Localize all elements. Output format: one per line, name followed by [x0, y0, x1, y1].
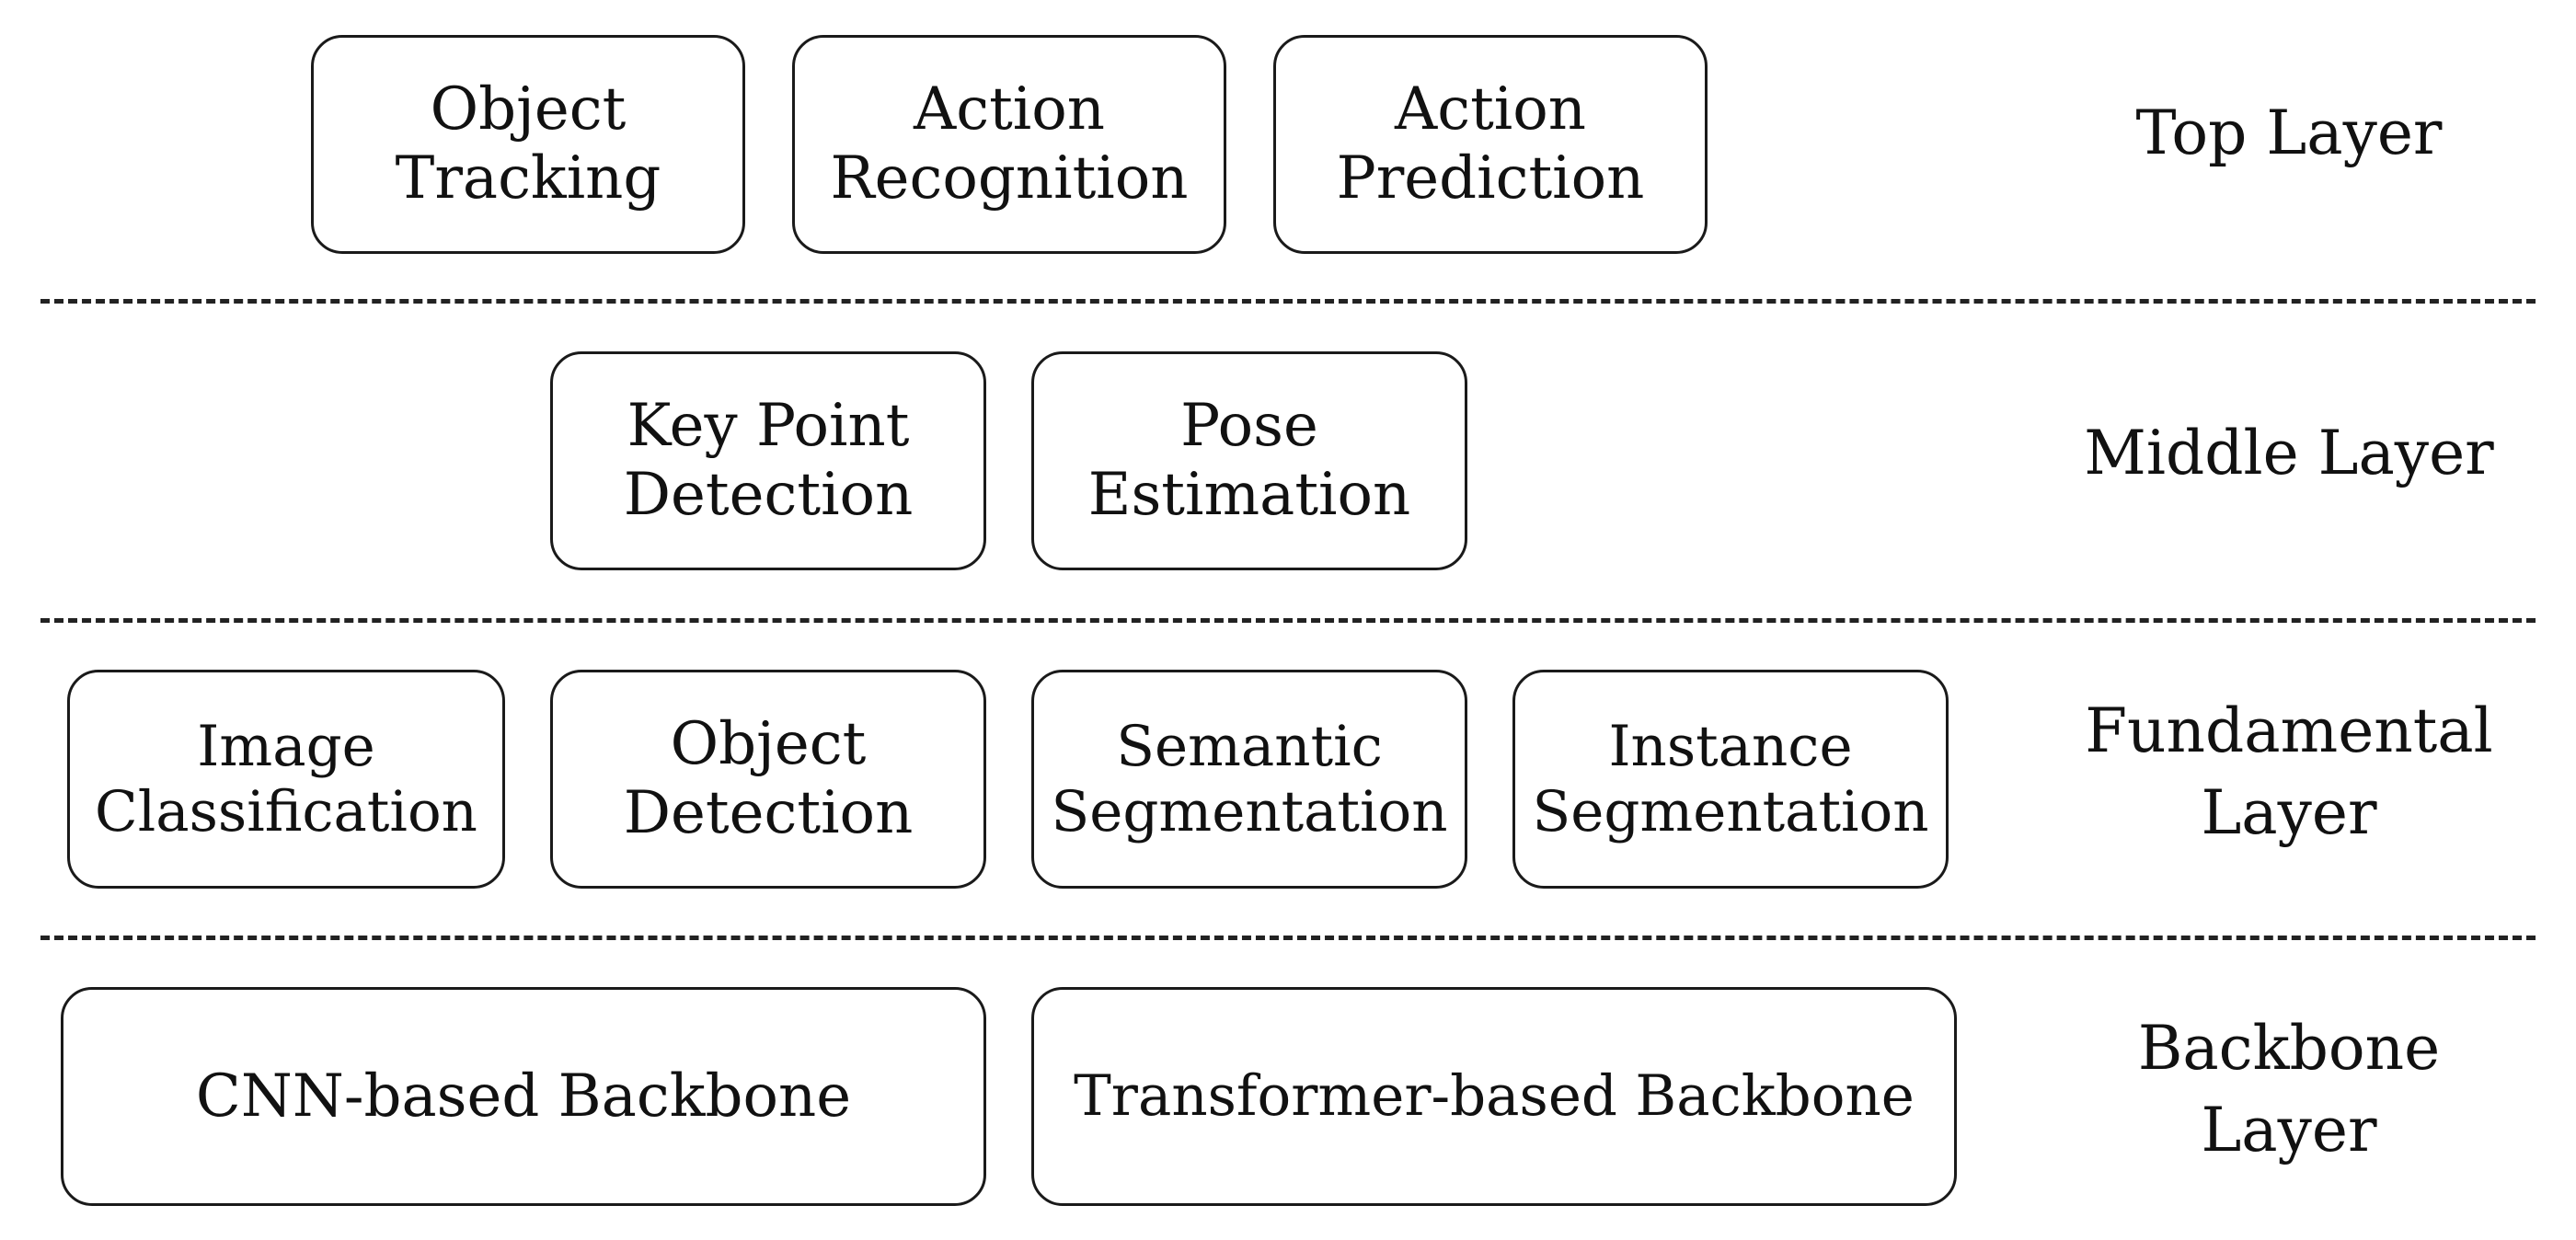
box-semantic-segmentation-line2: Segmentation	[1051, 779, 1448, 844]
layer-label-backbone-line1: Backbone	[2137, 1013, 2441, 1084]
box-image-classification: Image Classification	[67, 670, 505, 889]
box-action-prediction-line1: Action	[1395, 75, 1586, 144]
layer-label-top: Top Layer	[2050, 92, 2528, 174]
box-action-recognition-line1: Action	[914, 75, 1105, 144]
box-cnn-based-backbone: CNN-based Backbone	[61, 987, 986, 1206]
layer-label-fundamental-line1: Fundamental	[2085, 695, 2493, 766]
box-instance-segmentation-line2: Segmentation	[1532, 779, 1929, 844]
box-image-classification-line2: Classification	[95, 779, 477, 844]
box-object-tracking-line2: Tracking	[395, 144, 661, 212]
box-instance-segmentation: Instance Segmentation	[1512, 670, 1949, 889]
box-pose-estimation-line1: Pose	[1180, 392, 1318, 461]
box-object-detection-line1: Object	[670, 710, 867, 779]
divider-fundamental-backbone	[40, 936, 2536, 940]
box-key-point-detection-line1: Key Point	[627, 392, 910, 461]
box-action-prediction-line2: Prediction	[1336, 144, 1645, 212]
box-instance-segmentation-line1: Instance	[1608, 713, 1853, 779]
layer-label-fundamental: Fundamental Layer	[2050, 690, 2528, 854]
box-pose-estimation-line2: Estimation	[1087, 461, 1411, 529]
layer-label-top-line1: Top Layer	[2135, 98, 2443, 168]
box-transformer-based-backbone-line1: Transformer-based Backbone	[1074, 1063, 1915, 1130]
box-object-tracking-line1: Object	[430, 75, 627, 144]
box-key-point-detection: Key Point Detection	[550, 351, 986, 570]
box-semantic-segmentation-line1: Semantic	[1116, 713, 1383, 779]
layer-label-backbone-line2: Layer	[2201, 1095, 2377, 1166]
box-key-point-detection-line2: Detection	[623, 461, 914, 529]
layer-label-middle: Middle Layer	[2050, 412, 2528, 494]
box-transformer-based-backbone: Transformer-based Backbone	[1031, 987, 1957, 1206]
box-object-detection-line2: Detection	[623, 779, 914, 847]
divider-top-middle	[40, 299, 2536, 304]
box-cnn-based-backbone-line1: CNN-based Backbone	[195, 1062, 852, 1131]
box-action-recognition: Action Recognition	[792, 35, 1226, 254]
layer-label-fundamental-line2: Layer	[2201, 777, 2377, 849]
box-pose-estimation: Pose Estimation	[1031, 351, 1467, 570]
box-semantic-segmentation: Semantic Segmentation	[1031, 670, 1467, 889]
layer-label-middle-line1: Middle Layer	[2084, 418, 2494, 488]
box-action-prediction: Action Prediction	[1273, 35, 1708, 254]
box-object-tracking: Object Tracking	[311, 35, 745, 254]
box-object-detection: Object Detection	[550, 670, 986, 889]
layer-label-backbone: Backbone Layer	[2050, 1007, 2528, 1171]
box-action-recognition-line2: Recognition	[830, 144, 1189, 212]
box-image-classification-line1: Image	[197, 713, 375, 779]
divider-middle-fundamental	[40, 618, 2536, 623]
